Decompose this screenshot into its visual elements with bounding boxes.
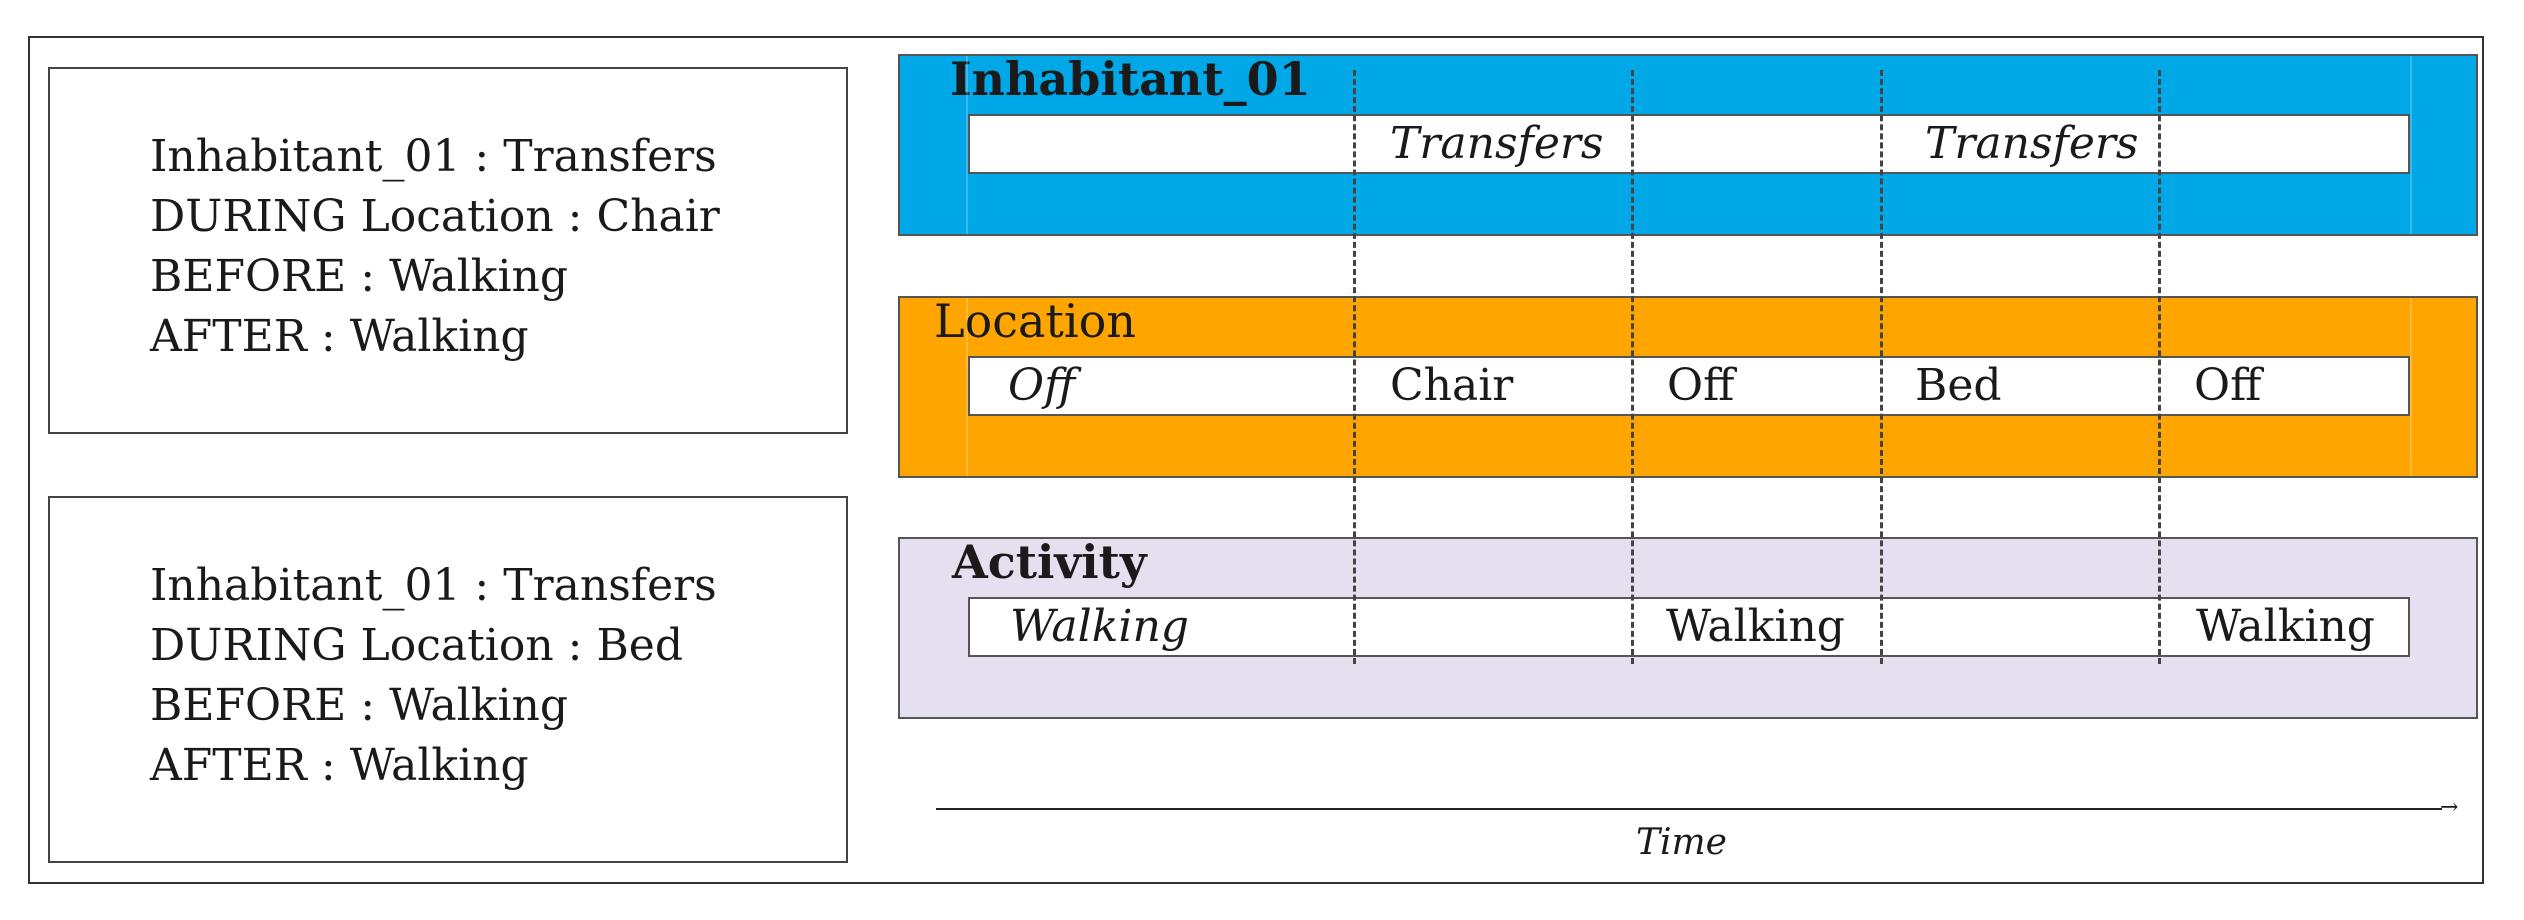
band-inhabitant-title: Inhabitant_01 [950, 52, 1311, 106]
band-inhabitant-strip: Transfers Transfers [968, 114, 2410, 174]
time-axis-line [936, 808, 2442, 810]
band-activity-title: Activity [952, 535, 1147, 589]
event-divider-2 [1631, 70, 1634, 664]
inhabitant-segment-transfers-2: Transfers [1925, 118, 2139, 169]
rule-1-line-2: DURING Location : Chair [150, 191, 720, 242]
activity-segment-walking-3: Walking [2196, 601, 2375, 652]
rule-box-bed: Inhabitant_01 : Transfers DURING Locatio… [48, 496, 848, 863]
rule-2-line-1: Inhabitant_01 : Transfers [150, 560, 717, 611]
rule-2-line-4: AFTER : Walking [150, 740, 529, 791]
figure-frame [28, 36, 2484, 884]
rule-2-line-3: BEFORE : Walking [150, 680, 569, 731]
rule-1-line-1: Inhabitant_01 : Transfers [150, 131, 717, 182]
inhabitant-segment-transfers-1: Transfers [1390, 118, 1604, 169]
location-segment-off-3: Off [2194, 360, 2262, 411]
event-divider-3 [1880, 70, 1883, 664]
location-segment-chair: Chair [1390, 360, 1514, 411]
rule-2-line-2: DURING Location : Bed [150, 620, 684, 671]
grid-line [966, 56, 968, 234]
activity-segment-walking-2: Walking [1666, 601, 1845, 652]
rule-1-line-3: BEFORE : Walking [150, 251, 569, 302]
grid-line [966, 298, 968, 476]
band-inhabitant: Inhabitant_01 Transfers Transfers [898, 52, 2478, 236]
location-segment-bed: Bed [1915, 360, 2002, 411]
time-axis-label: Time [1636, 822, 1727, 863]
band-activity: Activity Walking Walking Walking [898, 535, 2478, 719]
grid-line [2410, 298, 2412, 476]
band-location: Location Off Chair Off Bed Off [898, 294, 2478, 478]
time-axis-arrowhead: → [2440, 795, 2459, 820]
rule-1-line-4: AFTER : Walking [150, 311, 529, 362]
location-segment-off-1: Off [1008, 360, 1076, 411]
location-segment-off-2: Off [1667, 360, 1735, 411]
band-location-title: Location [934, 294, 1136, 348]
grid-line [2410, 56, 2412, 234]
event-divider-1 [1353, 70, 1356, 664]
event-divider-4 [2158, 70, 2161, 664]
rule-box-chair: Inhabitant_01 : Transfers DURING Locatio… [48, 67, 848, 434]
band-activity-strip: Walking Walking Walking [968, 597, 2410, 657]
activity-segment-walking-1: Walking [1010, 601, 1189, 652]
band-location-strip: Off Chair Off Bed Off [968, 356, 2410, 416]
